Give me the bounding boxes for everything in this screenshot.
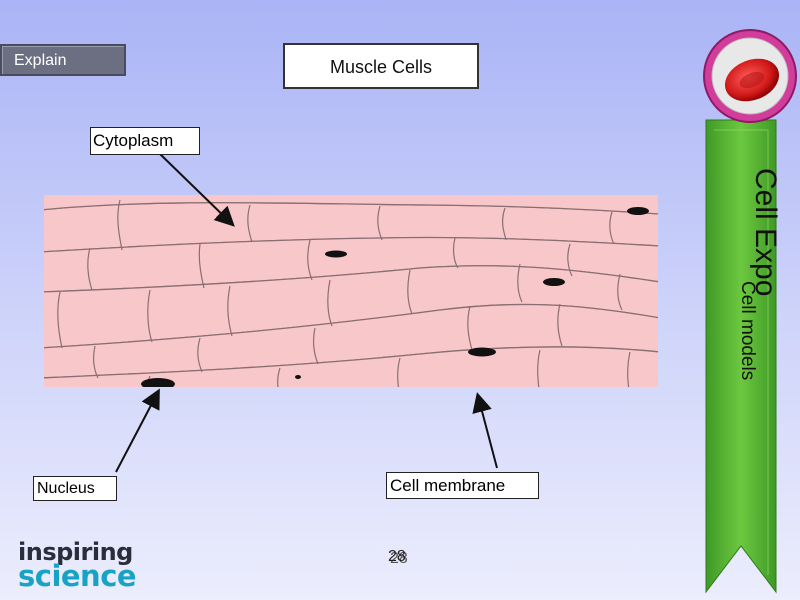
slide-number-b: 28 (390, 550, 408, 567)
label-cell-membrane: Cell membrane (386, 472, 539, 499)
explain-tab[interactable]: Explain (0, 44, 126, 76)
page-title: Muscle Cells (283, 43, 479, 89)
ribbon-title: Cell Expo (749, 168, 782, 297)
logo-line2: science (18, 559, 137, 593)
arrow-cell-membrane (472, 392, 498, 469)
inspiring-science-logo: inspiring science (18, 538, 138, 593)
slide-number-a: 28 (388, 548, 406, 565)
arrow-nucleus (115, 388, 160, 473)
muscle-tissue (44, 195, 658, 387)
label-cytoplasm: Cytoplasm (90, 127, 200, 155)
logo-line1: inspiring (18, 538, 133, 566)
label-nucleus: Nucleus (33, 476, 117, 501)
ribbon-subtitle: Cell models (737, 281, 758, 381)
cell-badge-icon (703, 29, 797, 123)
nuclei (141, 207, 649, 387)
pointer-arrows (115, 153, 498, 473)
arrow-cytoplasm (159, 153, 235, 227)
